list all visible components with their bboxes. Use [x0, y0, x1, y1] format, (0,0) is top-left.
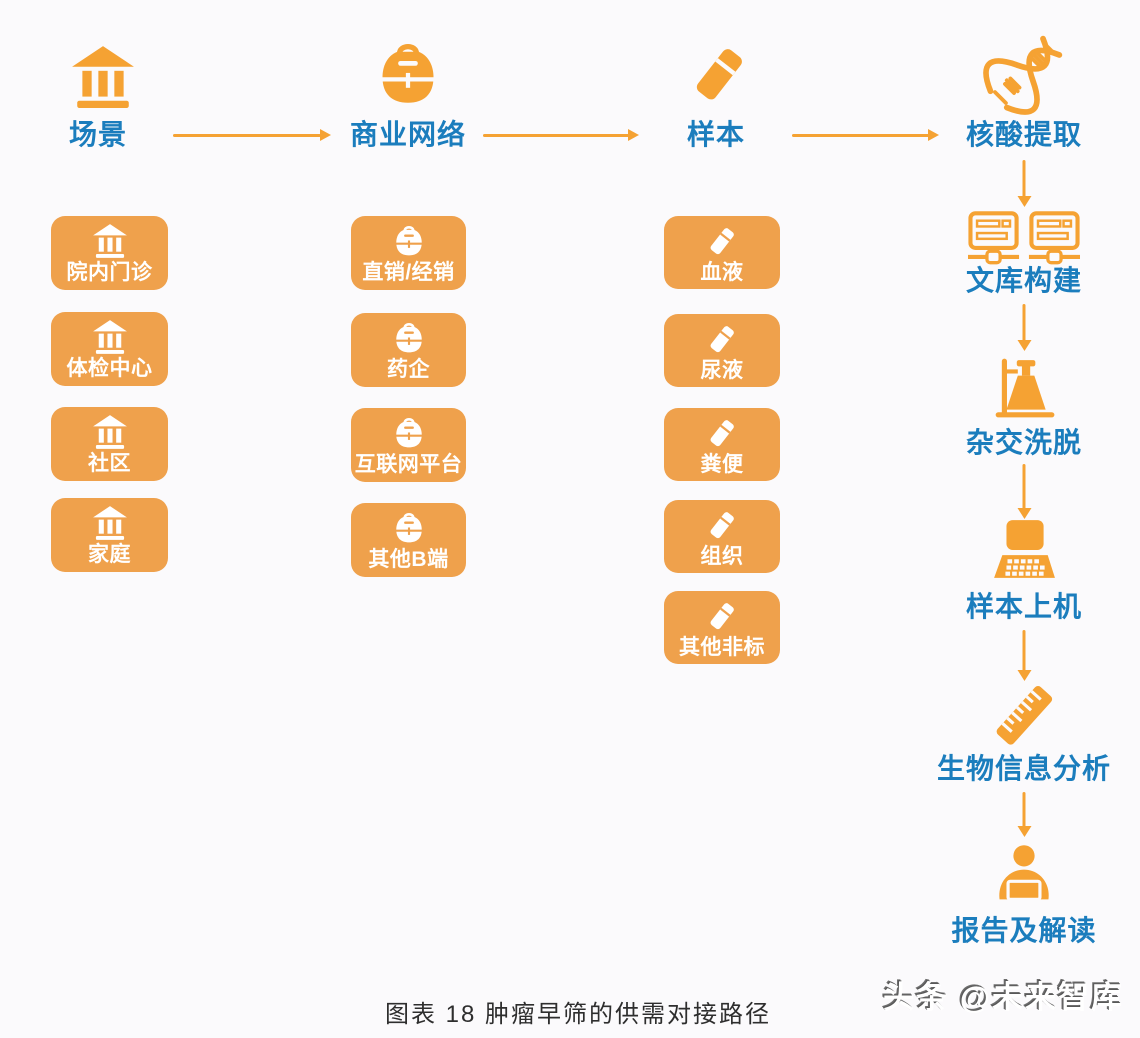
flow-step-sample-on-machine: 样本上机: [965, 591, 1083, 622]
network-item-label: 其他B端: [368, 548, 449, 572]
network-item-box: 其他B端: [351, 503, 466, 577]
flask-stand-icon: [991, 354, 1057, 424]
arrow-down-icon: [1017, 792, 1031, 837]
sample-item-box: 尿液: [664, 314, 780, 387]
backpack-icon: [392, 320, 426, 356]
arrow-down-icon: [1017, 304, 1031, 351]
column-header-business-network: 商业网络: [349, 119, 467, 150]
scene-item-label: 社区: [88, 452, 131, 476]
bank-icon: [91, 223, 129, 259]
flow-step-report-interpretation: 报告及解读: [951, 915, 1097, 946]
eraser-icon: [706, 321, 738, 357]
network-item-label: 直销/经销: [362, 261, 455, 285]
backpack-icon: [392, 415, 426, 451]
network-item-box: 直销/经销: [351, 216, 466, 290]
laptop-icon: [991, 518, 1057, 584]
bank-icon: [91, 505, 129, 541]
eraser-icon: [688, 42, 750, 106]
backpack-icon: [374, 38, 442, 110]
scene-item-label: 院内门诊: [66, 261, 153, 285]
network-item-label: 药企: [387, 358, 430, 382]
bank-icon: [91, 319, 129, 355]
bank-icon: [91, 414, 129, 450]
scene-item-box: 体检中心: [51, 312, 168, 386]
column-header-scene: 场景: [68, 119, 128, 150]
arrow-right-icon: [173, 129, 331, 141]
arrow-down-icon: [1017, 464, 1031, 519]
arrow-down-icon: [1017, 630, 1031, 681]
flow-step-hybridization-elution: 杂交洗脱: [965, 427, 1083, 458]
sample-item-box: 血液: [664, 216, 780, 289]
bioinformatics-ruler-icon: [991, 682, 1057, 748]
scene-item-box: 院内门诊: [51, 216, 168, 290]
eraser-icon: [706, 223, 738, 259]
network-item-box: 药企: [351, 313, 466, 387]
flow-step-bioinformatics-analysis: 生物信息分析: [936, 753, 1112, 784]
dna-icon: [983, 30, 1065, 118]
sample-item-label: 其他非标: [679, 635, 765, 659]
eraser-icon: [706, 415, 738, 451]
person-report-icon: [990, 842, 1058, 910]
figure-caption: 图表 18 肿瘤早筛的供需对接路径: [384, 1001, 772, 1028]
arrow-right-icon: [483, 129, 639, 141]
arrow-right-icon: [792, 129, 939, 141]
backpack-icon: [392, 510, 426, 546]
sample-item-box: 粪便: [664, 408, 780, 481]
bank-icon: [70, 44, 136, 110]
eraser-icon: [706, 598, 738, 634]
eraser-icon: [706, 507, 738, 543]
scene-item-box: 家庭: [51, 498, 168, 572]
sample-item-box: 组织: [664, 500, 780, 573]
sample-item-label: 组织: [700, 544, 744, 568]
backpack-icon: [392, 223, 426, 259]
sample-item-box: 其他非标: [664, 591, 780, 664]
scene-item-label: 体检中心: [66, 357, 153, 381]
watermark: 头条 @未来智库: [883, 980, 1124, 1015]
scene-item-label: 家庭: [88, 543, 131, 567]
network-item-box: 互联网平台: [351, 408, 466, 482]
network-item-label: 互联网平台: [354, 453, 463, 477]
library-servers-icon: [968, 208, 1080, 268]
sample-item-label: 血液: [700, 260, 744, 284]
flow-step-library-construction: 文库构建: [965, 265, 1083, 296]
sample-item-label: 尿液: [700, 358, 744, 382]
sample-item-label: 粪便: [700, 452, 744, 476]
arrow-down-icon: [1017, 160, 1031, 207]
column-header-sample: 样本: [686, 119, 746, 150]
flow-step-nucleic-acid-extraction: 核酸提取: [965, 119, 1083, 150]
scene-item-box: 社区: [51, 407, 168, 481]
